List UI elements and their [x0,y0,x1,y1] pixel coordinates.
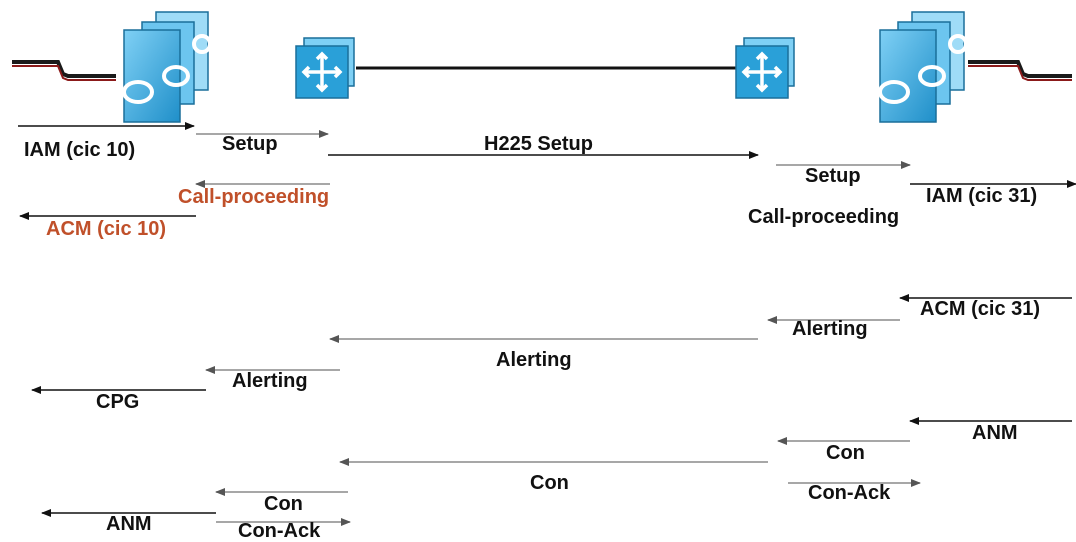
media-gateway-icon [878,11,968,123]
label-anm-right: ANM [972,422,1018,444]
label-acm-cic-31: ACM (cic 31) [920,298,1041,320]
label-con-ack-left: Con-Ack [238,520,321,542]
label-cpg: CPG [96,391,140,413]
left-trunk-line [12,60,116,81]
label-iam-cic-10: IAM (cic 10) [24,139,136,161]
router-icon [295,37,355,99]
label-call-proceeding-left: Call-proceeding [178,186,330,208]
label-alerting-left: Alerting [232,370,308,392]
label-con-left: Con [264,493,303,515]
label-setup-left: Setup [222,133,278,155]
media-gateway-icon [122,11,212,123]
label-acm-cic-10: ACM (cic 10) [46,218,167,240]
label-con-ack-right: Con-Ack [808,482,891,504]
label-con-right: Con [826,442,865,464]
label-call-proceeding-right: Call-proceeding [748,206,900,228]
right-trunk-line [968,60,1072,81]
router-icon [735,37,795,99]
label-alerting-center: Alerting [496,349,572,371]
label-con-center: Con [530,472,569,494]
label-setup-right: Setup [805,165,861,187]
label-h225-setup: H225 Setup [484,133,593,155]
label-iam-cic-31: IAM (cic 31) [926,185,1038,207]
label-alerting-right: Alerting [792,318,868,340]
label-anm-left: ANM [106,513,152,535]
